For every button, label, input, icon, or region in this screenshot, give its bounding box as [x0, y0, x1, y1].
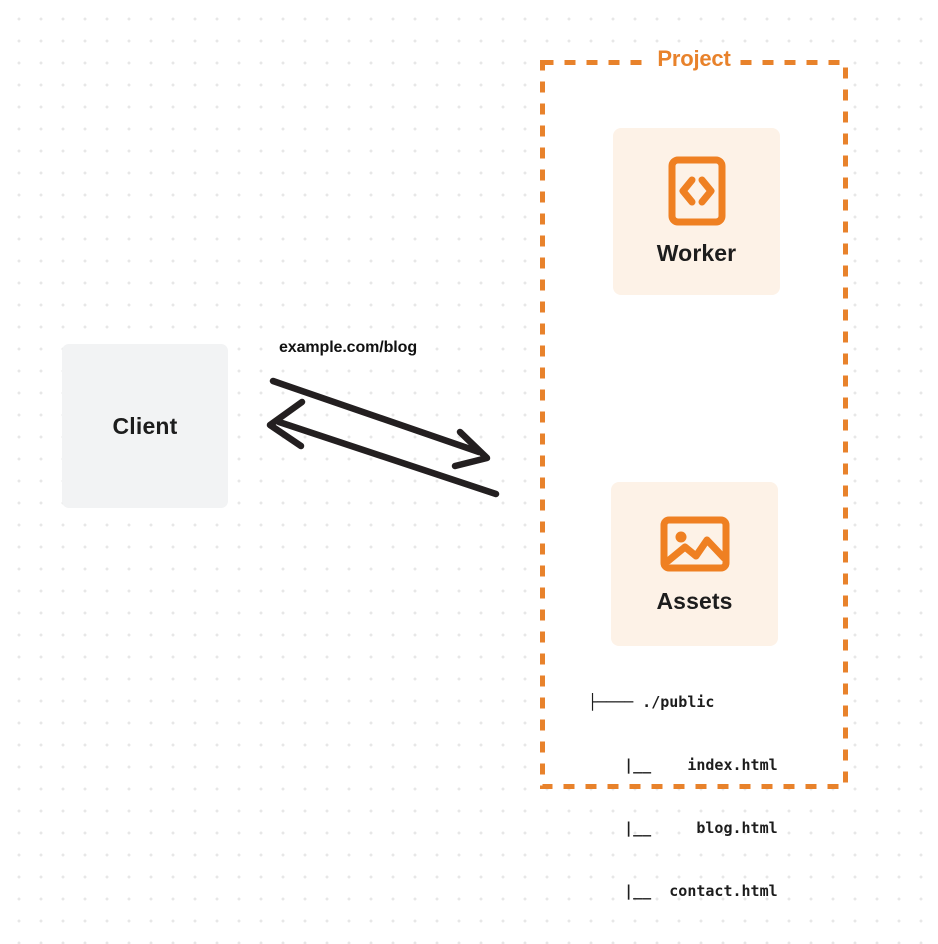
assets-card[interactable]: Assets — [611, 482, 778, 646]
worker-card[interactable]: Worker — [613, 128, 780, 295]
client-label: Client — [112, 412, 178, 439]
code-brackets-icon — [668, 156, 725, 226]
request-arrow — [269, 377, 491, 470]
file-tree-row: |__ index.html — [588, 756, 778, 774]
edge-label-url: example.com/blog — [279, 339, 417, 356]
file-tree-row: ├──── ./public — [588, 693, 715, 711]
client-node[interactable]: Client — [62, 344, 228, 508]
assets-file-tree: ├──── ./public |__ index.html |__ blog.h… — [588, 650, 778, 944]
image-icon — [660, 516, 729, 571]
file-tree-row: |__ contact.html — [588, 882, 778, 900]
file-tree-row: |__ blog.html — [588, 819, 778, 837]
diagram-canvas: Client example.com/blog Project Worker — [62, 46, 848, 900]
project-title: Project — [650, 46, 738, 72]
assets-label: Assets — [656, 587, 733, 614]
response-arrow — [266, 398, 500, 498]
worker-label: Worker — [656, 240, 737, 266]
